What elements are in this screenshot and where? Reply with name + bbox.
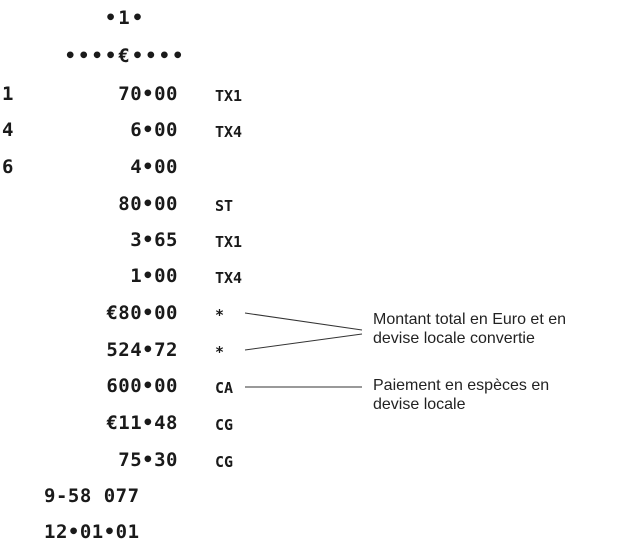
- row-code: TX4: [215, 123, 243, 141]
- row-code: TX1: [215, 233, 243, 251]
- row-amount: 4•00: [130, 156, 178, 178]
- row-amount: 70•00: [118, 83, 178, 105]
- row-amount: 6•00: [130, 119, 178, 141]
- row-amount: 600•00: [106, 375, 178, 397]
- row-amount: €11•48: [106, 412, 178, 434]
- receipt-date: 12•01•01: [44, 521, 140, 543]
- row-code: TX1: [215, 87, 243, 105]
- row-code: *: [215, 343, 225, 361]
- row-amount: 80•00: [118, 193, 178, 215]
- row-amount: 75•30: [118, 449, 178, 471]
- row-qty: 6: [2, 156, 14, 178]
- row-qty: 1: [2, 83, 14, 105]
- annotation-payment: Paiement en espèces en devise locale: [373, 377, 550, 413]
- annotation-total: Montant total en Euro et en devise local…: [373, 311, 567, 347]
- callout-line-local-total: [244, 333, 363, 351]
- consecutive-number: 9-58 077: [44, 485, 140, 507]
- currency-line: ••••€••••: [64, 45, 186, 67]
- row-code: TX4: [215, 269, 243, 287]
- row-amount: 3•65: [130, 229, 178, 251]
- row-qty: 4: [2, 119, 14, 141]
- row-amount: 524•72: [106, 339, 178, 361]
- row-code: CA: [215, 379, 234, 397]
- receipt: •1• ••••€•••• 1 70•00 TX1 4 6•00 TX4 6 4…: [0, 0, 260, 551]
- register-number: •1•: [104, 7, 146, 29]
- row-amount: €80•00: [106, 302, 178, 324]
- row-code: *: [215, 306, 225, 324]
- callout-line-euro-total: [244, 312, 363, 331]
- row-code: CG: [215, 453, 234, 471]
- row-code: CG: [215, 416, 234, 434]
- row-amount: 1•00: [130, 265, 178, 287]
- row-code: ST: [215, 197, 234, 215]
